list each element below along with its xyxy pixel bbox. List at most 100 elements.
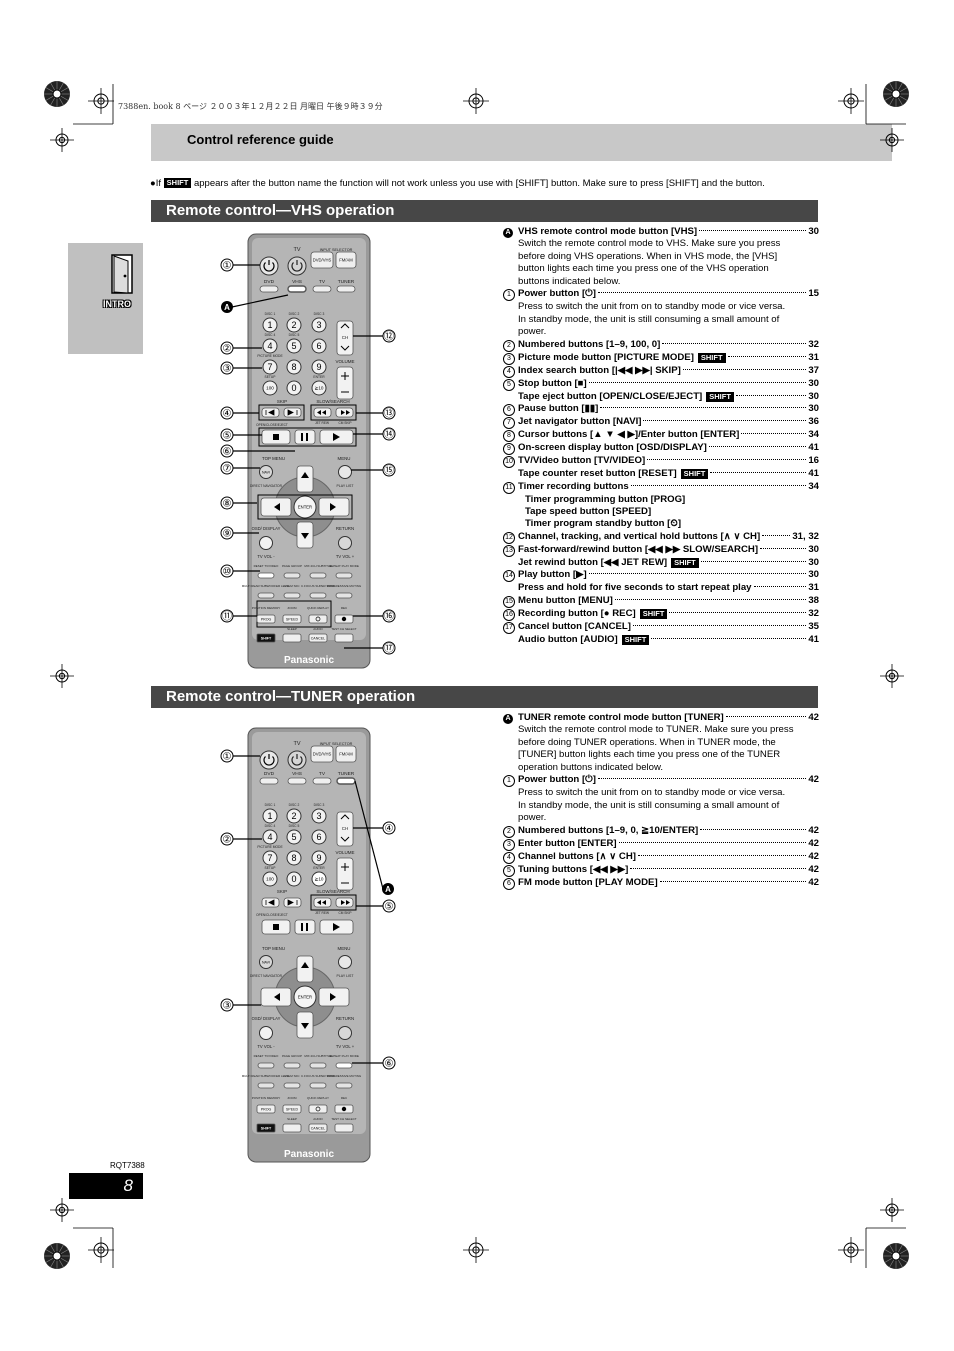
row-b-button-1[interactable] (283, 592, 301, 599)
menu-button[interactable] (338, 955, 352, 969)
entry-main: Numbered buttons [1–9, 0, ≧10/ENTER]42 (518, 825, 819, 837)
digit-7-button[interactable] (262, 850, 278, 866)
pause-button[interactable] (294, 919, 316, 935)
digit-5-button[interactable] (286, 829, 302, 845)
shift-button[interactable] (256, 633, 276, 643)
return-button[interactable] (338, 536, 352, 550)
callout-right-2-ring (382, 1056, 396, 1070)
enter-button[interactable] (293, 985, 317, 1009)
row-b-button-0[interactable] (257, 1082, 275, 1089)
digit-2-button[interactable] (286, 317, 302, 333)
digit-3-button[interactable] (311, 808, 327, 824)
digit-3-button[interactable] (311, 317, 327, 333)
row-c-label-0: POSITION MEMORY (252, 606, 281, 610)
power-button[interactable] (259, 256, 279, 276)
timer-standby-button[interactable] (308, 1104, 328, 1114)
test-button[interactable] (334, 1123, 354, 1133)
entry-label: Channel buttons [∧ ∨ CH] (518, 850, 636, 862)
vhs-button[interactable] (287, 285, 307, 293)
volume-rocker[interactable] (336, 857, 354, 891)
osd-display-button[interactable] (259, 536, 273, 550)
digit-0-button[interactable] (286, 871, 302, 887)
ge10-button[interactable] (311, 380, 327, 396)
digit-7-button[interactable] (262, 359, 278, 375)
navi-button[interactable] (259, 465, 273, 479)
tv-button[interactable] (312, 285, 332, 293)
digit-0-button[interactable] (286, 380, 302, 396)
vhs-button[interactable] (287, 777, 307, 785)
test-button[interactable] (334, 633, 354, 643)
digit-4-button[interactable] (262, 338, 278, 354)
tuner-label: TUNER (338, 771, 355, 777)
dvd-button[interactable] (259, 777, 279, 785)
tv-power-button[interactable] (287, 256, 307, 276)
row-a-button-3[interactable] (335, 572, 353, 579)
return-button[interactable] (338, 1026, 352, 1040)
ge10-button[interactable] (311, 871, 327, 887)
digit-9-button[interactable] (311, 359, 327, 375)
dvd-button[interactable] (259, 285, 279, 293)
row-a-button-0[interactable] (257, 1062, 275, 1069)
digit-9-button[interactable] (311, 850, 327, 866)
registration-cross-8 (50, 1198, 74, 1222)
pause-button[interactable] (294, 429, 316, 445)
digit-1-button[interactable] (262, 808, 278, 824)
tuner-button[interactable] (336, 777, 356, 785)
dvd-vhs-button[interactable] (310, 745, 334, 763)
row-b-button-1[interactable] (283, 1082, 301, 1089)
fm-am-button[interactable] (335, 251, 357, 269)
osd-display-button[interactable] (259, 1026, 273, 1040)
digit-4-button[interactable] (262, 829, 278, 845)
input-selector-label: INPUT SELECTOR (320, 742, 353, 746)
row-b-button-3[interactable] (335, 592, 353, 599)
hundred-button[interactable] (262, 871, 278, 887)
power-button[interactable] (259, 750, 279, 770)
entry-marker-slot: 2 (503, 339, 518, 352)
row-a-button-1[interactable] (283, 572, 301, 579)
cursor-up-button[interactable] (296, 955, 314, 983)
row-b-button-0[interactable] (257, 592, 275, 599)
navi-button[interactable] (259, 955, 273, 969)
row-a-button-2[interactable] (309, 1062, 327, 1069)
sleep-button[interactable] (282, 1123, 302, 1133)
row-b-button-3[interactable] (335, 1082, 353, 1089)
tv-power-button[interactable] (287, 750, 307, 770)
speed-button[interactable] (282, 1104, 302, 1114)
cursor-up-button[interactable] (296, 465, 314, 493)
speed-button[interactable] (282, 614, 302, 624)
dvd-vhs-button[interactable] (310, 251, 334, 269)
digit-5-button[interactable] (286, 338, 302, 354)
prog-button[interactable] (256, 1104, 276, 1114)
prog-button[interactable] (256, 614, 276, 624)
digit-6-button[interactable] (311, 829, 327, 845)
digit-8-button[interactable] (286, 359, 302, 375)
tv-button[interactable] (312, 777, 332, 785)
tuner-button[interactable] (336, 285, 356, 293)
row-a-button-3[interactable] (335, 1062, 353, 1069)
cancel-button[interactable] (308, 633, 328, 643)
callout-left-7-ring (220, 496, 234, 510)
row-a-button-1[interactable] (283, 1062, 301, 1069)
shift-button[interactable] (256, 1123, 276, 1133)
volume-rocker[interactable] (336, 366, 354, 400)
row-a-button-2[interactable] (309, 572, 327, 579)
entry-description-line: [TUNER] button lights each time you pres… (518, 749, 781, 761)
row-b-button-2[interactable] (309, 1082, 327, 1089)
hundred-button[interactable] (262, 380, 278, 396)
direct-navigator-label: DIRECT NAVIGATOR (250, 974, 283, 978)
timer-standby-button[interactable] (308, 614, 328, 624)
digit-1-button[interactable] (262, 317, 278, 333)
fm-am-button[interactable] (335, 745, 357, 763)
sleep-button[interactable] (282, 633, 302, 643)
row-a-button-0[interactable] (257, 572, 275, 579)
enter-button[interactable] (293, 495, 317, 519)
row-b-button-2[interactable] (309, 592, 327, 599)
cancel-button[interactable] (308, 1123, 328, 1133)
digit-6-button[interactable] (311, 338, 327, 354)
ch-label: CH (342, 335, 349, 340)
digit-8-button[interactable] (286, 850, 302, 866)
digit-2-button[interactable] (286, 808, 302, 824)
menu-button[interactable] (338, 465, 352, 479)
